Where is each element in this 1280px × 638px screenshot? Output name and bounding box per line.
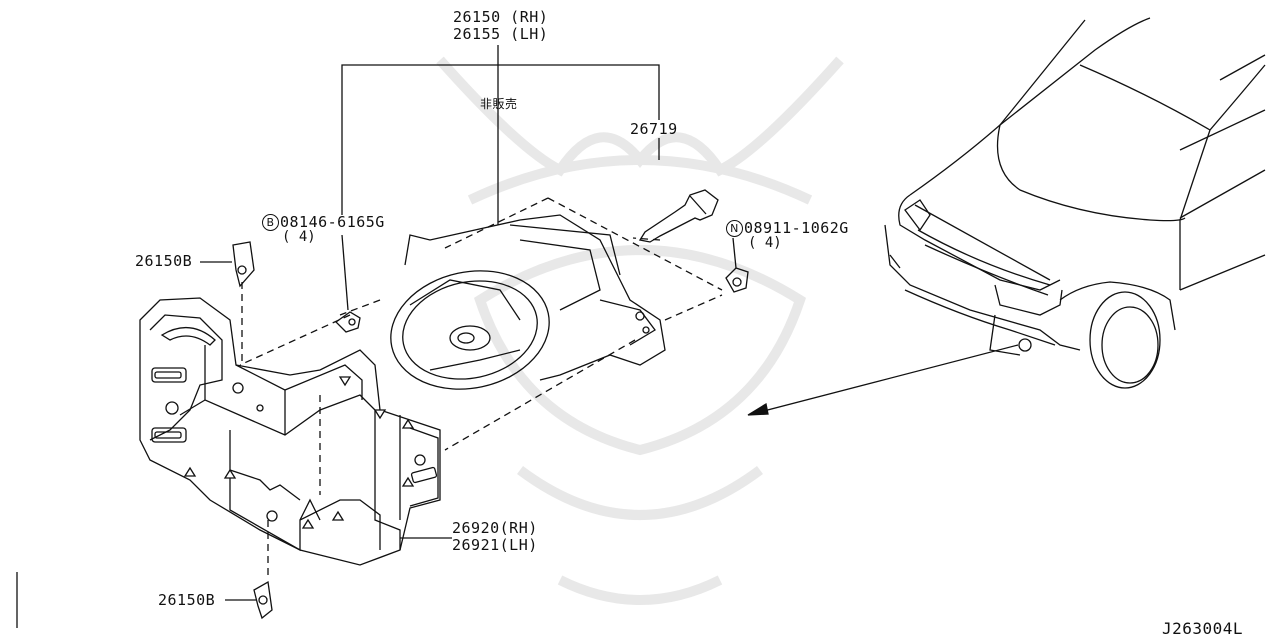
fog-lamp-assembly <box>390 214 666 390</box>
label-fog-lamp-rh: 26150 (RH) <box>453 8 549 26</box>
label-bulb: 26719 <box>630 120 678 138</box>
bracket-part <box>139 297 452 566</box>
vehicle-illustration <box>884 17 1266 389</box>
diagram-code: J263004L <box>1162 619 1244 638</box>
bulb-part <box>638 189 719 243</box>
bolt-symbol-icon: B <box>262 214 279 231</box>
bracket-arrow-marks <box>183 376 415 529</box>
label-nut-qty: ( 4) <box>748 235 782 251</box>
label-bolt-qty: ( 4) <box>282 229 316 245</box>
assembly-dash-lines <box>239 197 723 580</box>
label-bracket-rh: 26920(RH) <box>452 519 538 537</box>
clip-lower-part <box>225 580 273 620</box>
label-clip-upper: 26150B <box>135 252 193 270</box>
label-clip-lower: 26150B <box>158 591 216 609</box>
bolt-part <box>334 234 361 333</box>
nut-symbol-icon: N <box>726 220 743 237</box>
location-arrow <box>747 344 1019 416</box>
label-fog-lamp-lh: 26155 (LH) <box>453 25 549 43</box>
nut-part <box>725 237 749 293</box>
label-not-sold: 非販売 <box>480 97 518 111</box>
label-bolt-number: 08146-6165G <box>280 213 385 231</box>
clip-upper-part <box>200 241 255 288</box>
label-bracket-lh: 26921(LH) <box>452 536 538 554</box>
leader-lines-fog-lamp <box>341 45 660 225</box>
label-nut-number: 08911-1062G <box>744 219 849 237</box>
watermark-emblem <box>436 56 844 605</box>
